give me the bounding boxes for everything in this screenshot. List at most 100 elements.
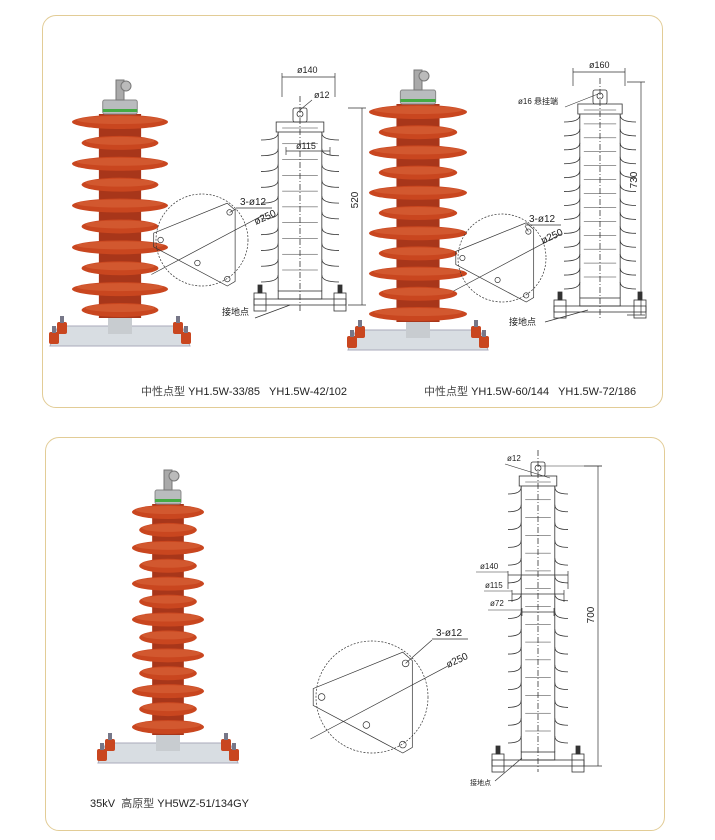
shed-outline bbox=[563, 226, 637, 234]
shed-highlight bbox=[382, 126, 454, 135]
shed-outline bbox=[563, 198, 637, 206]
bolt-insulator bbox=[173, 322, 183, 334]
dimension-label: 700 bbox=[586, 606, 597, 623]
shed-highlight bbox=[135, 506, 201, 514]
base-plan-1 bbox=[151, 193, 272, 287]
ground-point-label: 接地点 bbox=[509, 316, 536, 327]
caption-models: YH5WZ-51/134GY bbox=[157, 798, 249, 810]
shed-outline bbox=[507, 611, 569, 619]
dimension-horizontal bbox=[521, 608, 555, 616]
holes-label: 3-ø12 bbox=[529, 214, 556, 225]
bolt-drawing bbox=[253, 292, 267, 312]
terminal-leader bbox=[299, 99, 313, 111]
bolt-head bbox=[557, 291, 563, 301]
bolt-drawing bbox=[491, 753, 505, 773]
ground-leader bbox=[254, 304, 291, 319]
shed-highlight bbox=[142, 631, 194, 640]
cap-seal bbox=[102, 109, 138, 112]
cap-seal bbox=[155, 499, 181, 502]
diameter-leader bbox=[453, 233, 562, 292]
shed-highlight bbox=[142, 667, 194, 676]
ground-leader bbox=[494, 757, 523, 782]
bolt-insulator bbox=[471, 326, 481, 338]
dimension-label: 730 bbox=[629, 171, 640, 188]
mounting-hole bbox=[494, 277, 501, 283]
shed-outline bbox=[507, 700, 569, 708]
cap-seal bbox=[400, 99, 436, 102]
ground-leader bbox=[544, 309, 589, 323]
caption-models: YH1.5W-60/144 YH1.5W-72/186 bbox=[471, 386, 637, 398]
dimension-vertical bbox=[627, 81, 645, 316]
mounting-hole bbox=[399, 740, 407, 749]
shed-highlight bbox=[135, 649, 201, 658]
base-plan-3 bbox=[310, 638, 468, 754]
shed-outline bbox=[563, 240, 637, 248]
triangular-plate bbox=[312, 651, 413, 754]
terminal-leader bbox=[504, 463, 551, 479]
bolt bbox=[224, 733, 228, 740]
shed-outline bbox=[260, 132, 340, 141]
mounting-hole bbox=[194, 259, 201, 267]
bolt-insulator bbox=[347, 336, 357, 348]
shed-highlight bbox=[142, 559, 194, 568]
shed-highlight bbox=[135, 541, 201, 550]
holes-leader bbox=[405, 639, 433, 664]
caption-voltage: 35kV bbox=[90, 798, 116, 810]
dimension-horizontal bbox=[285, 147, 331, 155]
holes-leader bbox=[229, 208, 237, 213]
dimension-label: ø115 bbox=[485, 581, 503, 590]
bolt-insulator bbox=[49, 332, 59, 344]
shed-highlight bbox=[135, 613, 201, 622]
shed-outline bbox=[507, 558, 569, 566]
shed-outline bbox=[507, 593, 569, 602]
shed-outline bbox=[507, 647, 569, 655]
dimension-vertical bbox=[348, 107, 366, 306]
caption-product-2: 中性点型 YH1.5W-60/144 YH1.5W-72/186 bbox=[424, 383, 636, 399]
mounting-hole bbox=[157, 236, 164, 244]
arrester-photo-1 bbox=[49, 79, 191, 347]
shed-outline bbox=[260, 259, 340, 267]
bolt-insulator bbox=[355, 326, 365, 338]
shed-highlight bbox=[85, 304, 155, 312]
shed-highlight bbox=[382, 247, 454, 256]
shed-highlight bbox=[373, 308, 463, 316]
mounting-hole bbox=[226, 209, 233, 216]
base-insulator bbox=[108, 314, 132, 334]
shed-outline bbox=[260, 211, 340, 220]
bolt bbox=[474, 320, 478, 327]
caption-product-3: 35kV 高原型 YH5WZ-51/134GY bbox=[90, 795, 249, 811]
bolt bbox=[176, 316, 180, 323]
bolt bbox=[108, 733, 112, 740]
mounting-hole bbox=[459, 255, 466, 261]
shed-outline bbox=[507, 629, 569, 637]
dimension-horizontal bbox=[507, 571, 569, 589]
technical-drawing-1 bbox=[253, 96, 347, 312]
base-insulator bbox=[156, 731, 180, 751]
mounting-hole bbox=[525, 228, 532, 235]
dimension-label: ø160 bbox=[589, 60, 610, 70]
shed-highlight bbox=[85, 220, 155, 229]
shed-highlight bbox=[135, 577, 201, 586]
shed-outline bbox=[260, 196, 340, 204]
arrester-photo-2 bbox=[347, 69, 489, 351]
caption-type: 高原型 bbox=[121, 798, 155, 810]
shed-highlight bbox=[382, 287, 454, 296]
shed-outline bbox=[563, 254, 637, 262]
base-circle bbox=[315, 640, 429, 754]
arrester-photo-3 bbox=[97, 469, 239, 764]
shed-outline bbox=[563, 156, 637, 165]
dimension-label: ø12 bbox=[314, 90, 330, 100]
shed-outline bbox=[563, 212, 637, 220]
bolt-insulator bbox=[97, 749, 107, 761]
shed-highlight bbox=[382, 207, 454, 215]
bolt bbox=[52, 326, 56, 333]
dimension-horizontal bbox=[572, 68, 626, 86]
caption-type: 中性点型 bbox=[424, 386, 468, 398]
base-insulator bbox=[406, 318, 430, 338]
dimension-horizontal bbox=[281, 73, 336, 97]
shed-outline bbox=[260, 243, 340, 251]
triangular-plate bbox=[455, 222, 535, 303]
diameter-leader bbox=[151, 214, 265, 275]
shed-highlight bbox=[373, 186, 463, 195]
shed-outline bbox=[260, 164, 340, 172]
